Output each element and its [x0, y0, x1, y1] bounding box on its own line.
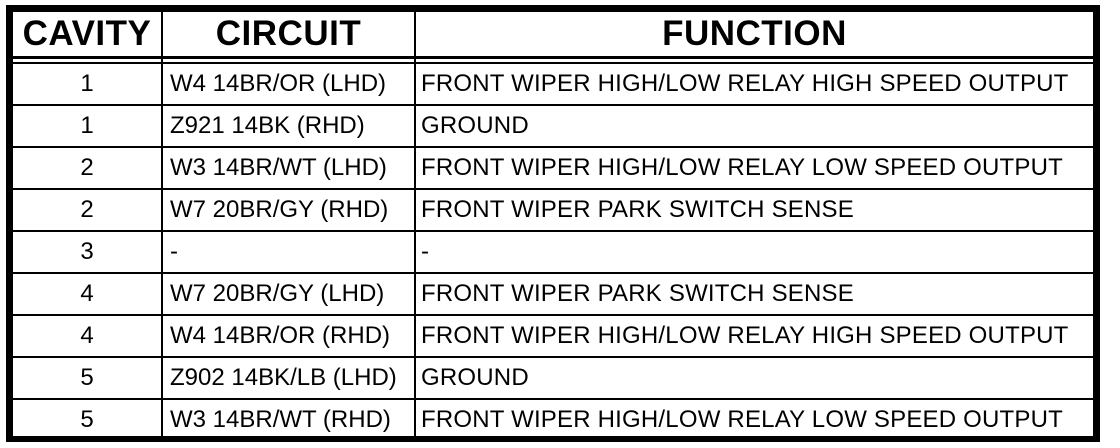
- cavity-cell: 5: [11, 398, 163, 442]
- cavity-cell: 2: [11, 146, 163, 190]
- header-circuit: CIRCUIT: [161, 10, 416, 59]
- table-row: 2 W3 14BR/WT (LHD) FRONT WIPER HIGH/LOW …: [11, 146, 1095, 190]
- function-cell: -: [414, 230, 1095, 274]
- cavity-cell: 4: [11, 272, 163, 316]
- function-cell: FRONT WIPER HIGH/LOW RELAY HIGH SPEED OU…: [414, 62, 1095, 106]
- cavity-cell: 2: [11, 188, 163, 232]
- pinout-table-frame: CAVITY CIRCUIT FUNCTION 1 W4 14BR/OR (LH…: [6, 5, 1100, 442]
- header-row: CAVITY CIRCUIT FUNCTION: [11, 10, 1095, 59]
- header-cavity: CAVITY: [11, 10, 163, 59]
- circuit-cell: W3 14BR/WT (LHD): [161, 146, 416, 190]
- cavity-cell: 5: [11, 356, 163, 400]
- cavity-cell: 4: [11, 314, 163, 358]
- table-row: 1 W4 14BR/OR (LHD) FRONT WIPER HIGH/LOW …: [11, 62, 1095, 106]
- cavity-cell: 1: [11, 104, 163, 148]
- connector-pinout-table: CAVITY CIRCUIT FUNCTION 1 W4 14BR/OR (LH…: [11, 10, 1095, 442]
- circuit-cell: W7 20BR/GY (LHD): [161, 272, 416, 316]
- table-row: 3 - -: [11, 230, 1095, 274]
- function-cell: GROUND: [414, 104, 1095, 148]
- circuit-cell: W4 14BR/OR (LHD): [161, 62, 416, 106]
- table-row: 1 Z921 14BK (RHD) GROUND: [11, 104, 1095, 148]
- function-cell: FRONT WIPER HIGH/LOW RELAY LOW SPEED OUT…: [414, 398, 1095, 442]
- cavity-cell: 1: [11, 62, 163, 106]
- table-row: 5 W3 14BR/WT (RHD) FRONT WIPER HIGH/LOW …: [11, 398, 1095, 442]
- function-cell: FRONT WIPER HIGH/LOW RELAY HIGH SPEED OU…: [414, 314, 1095, 358]
- function-cell: GROUND: [414, 356, 1095, 400]
- function-cell: FRONT WIPER PARK SWITCH SENSE: [414, 272, 1095, 316]
- function-cell: FRONT WIPER PARK SWITCH SENSE: [414, 188, 1095, 232]
- table-row: 2 W7 20BR/GY (RHD) FRONT WIPER PARK SWIT…: [11, 188, 1095, 232]
- circuit-cell: W7 20BR/GY (RHD): [161, 188, 416, 232]
- circuit-cell: W3 14BR/WT (RHD): [161, 398, 416, 442]
- header-function: FUNCTION: [414, 10, 1095, 59]
- circuit-cell: Z902 14BK/LB (LHD): [161, 356, 416, 400]
- circuit-cell: Z921 14BK (RHD): [161, 104, 416, 148]
- circuit-cell: W4 14BR/OR (RHD): [161, 314, 416, 358]
- table-row: 5 Z902 14BK/LB (LHD) GROUND: [11, 356, 1095, 400]
- function-cell: FRONT WIPER HIGH/LOW RELAY LOW SPEED OUT…: [414, 146, 1095, 190]
- table-row: 4 W7 20BR/GY (LHD) FRONT WIPER PARK SWIT…: [11, 272, 1095, 316]
- circuit-cell: -: [161, 230, 416, 274]
- table-row: 4 W4 14BR/OR (RHD) FRONT WIPER HIGH/LOW …: [11, 314, 1095, 358]
- cavity-cell: 3: [11, 230, 163, 274]
